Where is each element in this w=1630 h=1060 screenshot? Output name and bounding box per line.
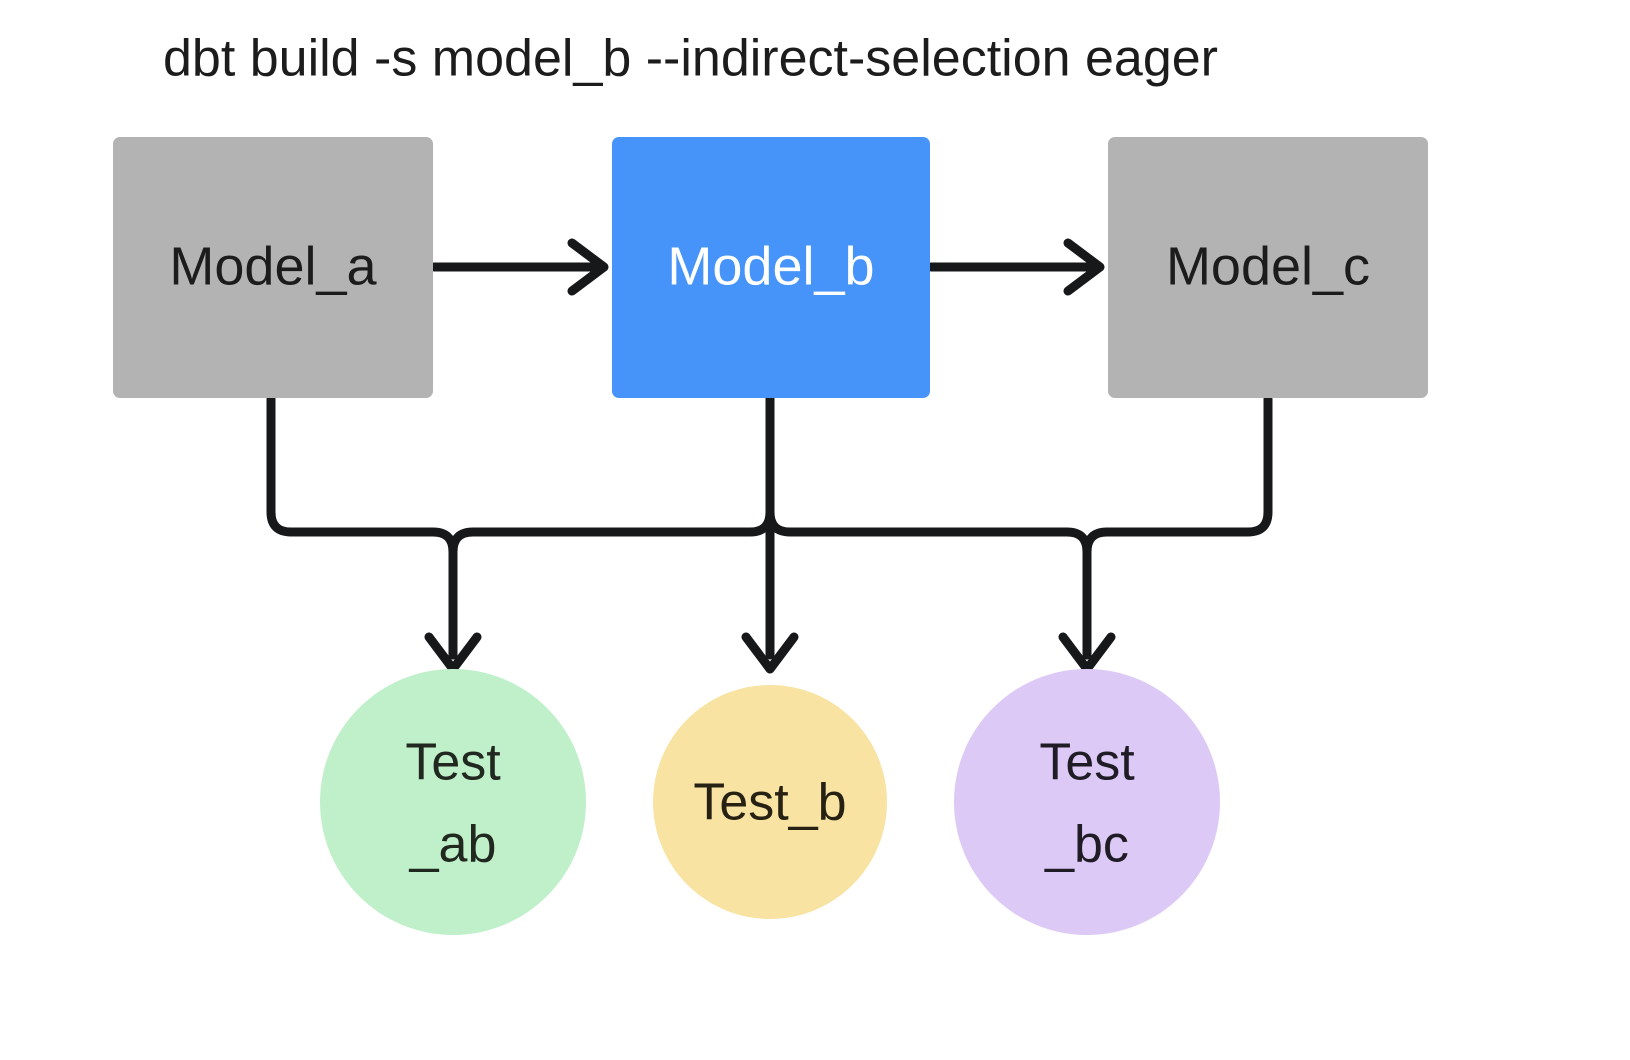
edge-model-a-to-test-ab (266, 394, 458, 660)
model-a-label: Model_a (169, 236, 377, 296)
edge-line-c-test-bc (1082, 394, 1273, 660)
test-ab-label-line2: _ab (409, 816, 497, 874)
edge-layer (266, 238, 1273, 674)
model-c-rect[interactable] (1108, 137, 1428, 398)
edge-line-b-test-bc (765, 394, 1092, 660)
test-bc-label-line1: Test (1039, 734, 1135, 792)
edge-model-b-to-model-c (926, 238, 1105, 296)
model-c-label: Model_c (1166, 236, 1370, 296)
test-node-test-ab[interactable]: Test _ab (320, 669, 586, 935)
test-b-label-line1: Test_b (693, 774, 846, 832)
edge-line-b-test-ab (448, 394, 775, 660)
model-node-model-c[interactable]: Model_c (1108, 137, 1428, 398)
edge-line-a-test-ab (266, 394, 458, 660)
test-node-test-bc[interactable]: Test _bc (954, 669, 1220, 935)
diagram-title: dbt build -s model_b --indirect-selectio… (163, 30, 1218, 88)
arrow-head-test-b (741, 632, 799, 674)
edge-model-a-to-model-b (429, 238, 609, 296)
test-bc-label-line2: _bc (1044, 816, 1129, 874)
model-b-rect[interactable] (612, 137, 930, 398)
arrow-head-b-c (1063, 238, 1105, 296)
model-a-rect[interactable] (113, 137, 433, 398)
edge-model-c-to-test-bc (1082, 394, 1273, 660)
model-b-label: Model_b (667, 236, 874, 296)
test-b-circle[interactable] (653, 685, 887, 919)
arrow-head-a-b (567, 238, 609, 296)
model-node-model-b[interactable]: Model_b (612, 137, 930, 398)
test-bc-circle[interactable] (954, 669, 1220, 935)
edge-model-b-to-test-bc (765, 394, 1092, 660)
test-ab-circle[interactable] (320, 669, 586, 935)
test-ab-label-line1: Test (405, 734, 501, 792)
model-node-model-a[interactable]: Model_a (113, 137, 433, 398)
edge-model-b-to-test-ab (448, 394, 775, 660)
test-node-test-b[interactable]: Test_b (653, 685, 887, 919)
